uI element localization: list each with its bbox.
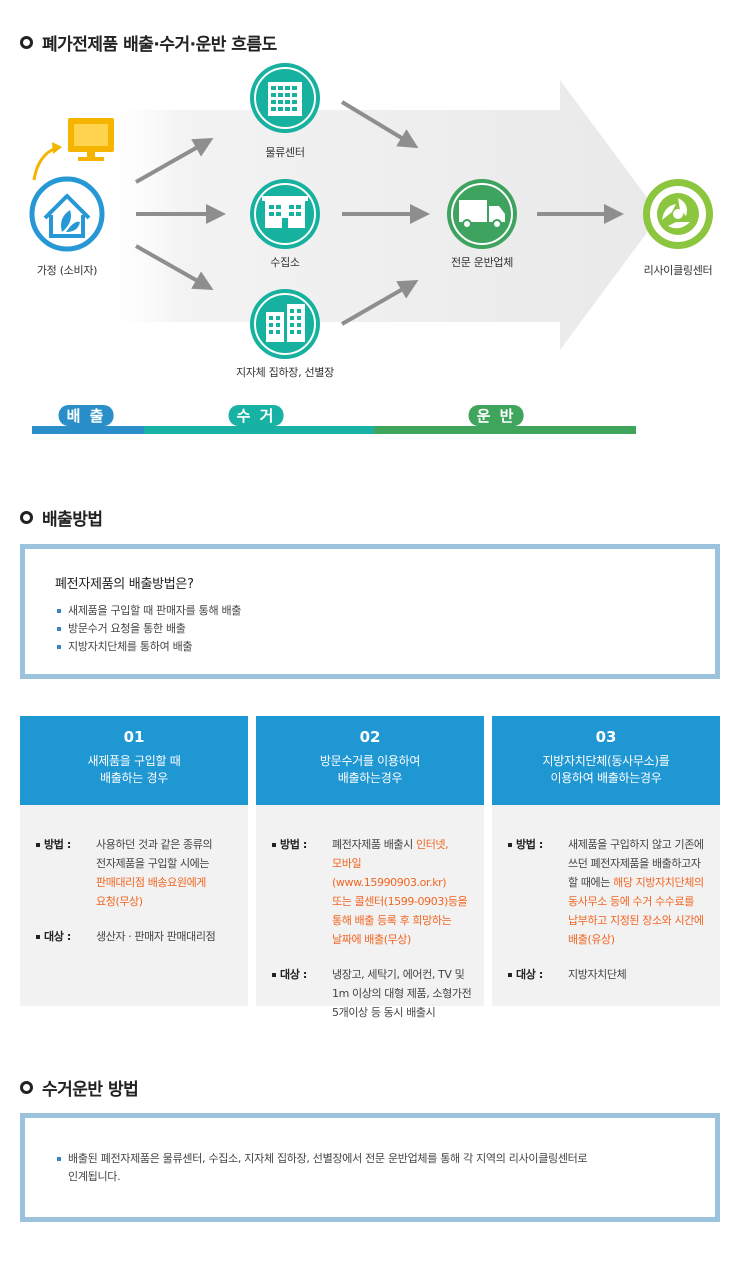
method-row: 방법 : 사용하던 것과 같은 종류의 전자제품을 구입할 시에는 판매대리점 … bbox=[36, 835, 238, 911]
flow-diagram: 가정 (소비자) 물류센터 수집소 지자체 집하장, 선별장 전문 운반업체 리… bbox=[0, 60, 740, 440]
target-row: 대상 : 생산자 · 판매자 판매대리점 bbox=[36, 927, 238, 946]
flow-title-text: 폐가전제품 배출·수거·운반 흐름도 bbox=[42, 35, 277, 55]
yellow-curve-arrow bbox=[32, 146, 57, 181]
method-text: 새제품을 구입하지 않고 기존에 쓰던 폐전자제품을 배출하고자 할 때에는 해… bbox=[568, 838, 704, 946]
flow-section-title: 폐가전제품 배출·수거·운반 흐름도 bbox=[20, 30, 277, 55]
building-icon bbox=[250, 63, 320, 133]
transport-info-box: 배출된 폐전자제품은 물류센터, 수집소, 지자체 집하장, 선별장에서 전문 … bbox=[20, 1113, 720, 1222]
list-item: 새제품을 구입할 때 판매자를 통해 배출 bbox=[55, 602, 685, 620]
title-bullet-icon bbox=[20, 511, 33, 524]
node-label-recycling: 리사이클링센터 bbox=[643, 264, 713, 277]
target-text: 냉장고, 세탁기, 에어컨, TV 및 1m 이상의 대형 제품, 소형가전 5… bbox=[332, 968, 472, 1019]
list-item: 지방자치단체를 통하여 배출 bbox=[55, 638, 685, 656]
list-item: 배출된 폐전자제품은 물류센터, 수집소, 지자체 집하장, 선별장에서 전문 … bbox=[55, 1150, 685, 1186]
method-title-text: 배출방법 bbox=[42, 510, 103, 530]
target-row: 대상 : 냉장고, 세탁기, 에어컨, TV 및 1m 이상의 대형 제품, 소… bbox=[272, 965, 474, 1022]
list-item: 방문수거 요청을 통한 배출 bbox=[55, 620, 685, 638]
card-number: 03 bbox=[595, 728, 617, 746]
method-row: 방법 : 폐전자제품 배출시 인터넷, 모바일(www.15990903.or.… bbox=[272, 835, 474, 949]
factory-icon bbox=[250, 179, 320, 249]
flow-diagram-graphic bbox=[29, 63, 713, 359]
office-icon bbox=[250, 289, 320, 359]
transport-title-text: 수거운반 방법 bbox=[42, 1080, 139, 1100]
arrow-logistics-transport bbox=[340, 100, 419, 149]
card-number: 02 bbox=[359, 728, 381, 746]
phase-label-discharge: 배 출 bbox=[58, 405, 114, 426]
target-text: 지방자치단체 bbox=[568, 968, 627, 981]
method-label: 방법 : bbox=[272, 835, 332, 949]
card-number: 01 bbox=[123, 728, 145, 746]
method-list: 새제품을 구입할 때 판매자를 통해 배출 방문수거 요청을 통한 배출 지방자… bbox=[55, 602, 685, 656]
recycle-icon bbox=[643, 179, 713, 249]
card-body: 방법 : 새제품을 구입하지 않고 기존에 쓰던 폐전자제품을 배출하고자 할 … bbox=[492, 805, 720, 984]
method-section-title: 배출방법 bbox=[20, 505, 103, 530]
method-info-box: 폐전자제품의 배출방법은? 새제품을 구입할 때 판매자를 통해 배출 방문수거… bbox=[20, 544, 720, 679]
house-icon bbox=[29, 176, 105, 252]
card-body: 방법 : 폐전자제품 배출시 인터넷, 모바일(www.15990903.or.… bbox=[256, 805, 484, 1022]
arrow-home-logistics bbox=[135, 138, 214, 184]
method-label: 방법 : bbox=[508, 835, 568, 949]
method-text: 폐전자제품 배출시 인터넷, 모바일(www.15990903.or.kr) 또… bbox=[332, 838, 468, 946]
target-label: 대상 : bbox=[36, 927, 96, 946]
transport-section-title: 수거운반 방법 bbox=[20, 1075, 139, 1100]
monitor-icon bbox=[68, 118, 114, 161]
arrow-home-municipal bbox=[135, 244, 214, 290]
arrow-municipal-transport bbox=[341, 280, 419, 326]
target-label: 대상 : bbox=[272, 965, 332, 1022]
target-row: 대상 : 지방자치단체 bbox=[508, 965, 710, 984]
node-label-collection: 수집소 bbox=[270, 256, 300, 269]
node-label-logistics: 물류센터 bbox=[265, 146, 305, 159]
phase-bar-collect bbox=[144, 426, 374, 434]
target-label: 대상 : bbox=[508, 965, 568, 984]
phase-bar-carry bbox=[374, 426, 636, 434]
phase-label-collect: 수 거 bbox=[228, 405, 284, 426]
method-question: 폐전자제품의 배출방법은? bbox=[55, 577, 194, 592]
transport-list: 배출된 폐전자제품은 물류센터, 수집소, 지자체 집하장, 선별장에서 전문 … bbox=[55, 1150, 685, 1186]
title-bullet-icon bbox=[20, 36, 33, 49]
node-label-home: 가정 (소비자) bbox=[36, 264, 98, 277]
card-body: 방법 : 사용하던 것과 같은 종류의 전자제품을 구입할 시에는 판매대리점 … bbox=[20, 805, 248, 946]
title-bullet-icon bbox=[20, 1081, 33, 1094]
phase-label-carry: 운 반 bbox=[468, 405, 524, 426]
method-label: 방법 : bbox=[36, 835, 96, 911]
truck-icon bbox=[447, 179, 517, 249]
phase-bar-discharge bbox=[32, 426, 144, 434]
method-row: 방법 : 새제품을 구입하지 않고 기존에 쓰던 폐전자제품을 배출하고자 할 … bbox=[508, 835, 710, 949]
target-text: 생산자 · 판매자 판매대리점 bbox=[96, 930, 216, 943]
method-text: 사용하던 것과 같은 종류의 전자제품을 구입할 시에는 판매대리점 배송요원에… bbox=[96, 838, 213, 908]
node-label-municipal: 지자체 집하장, 선별장 bbox=[236, 366, 334, 379]
node-label-transport: 전문 운반업체 bbox=[450, 256, 514, 269]
